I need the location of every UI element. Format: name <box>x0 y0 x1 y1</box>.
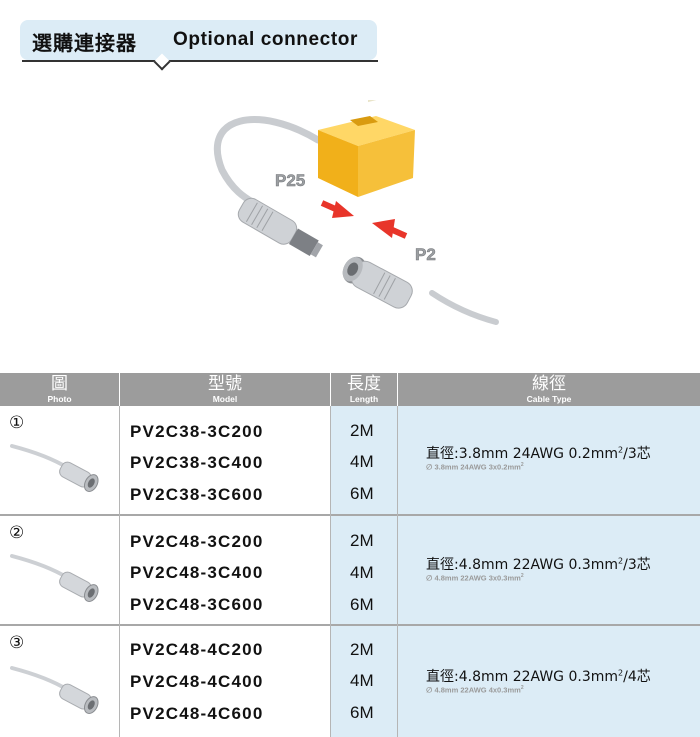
model-cell-2 <box>120 516 330 624</box>
model-number: PV2C48-3C600 <box>130 595 264 614</box>
connector-photo <box>10 554 99 602</box>
cable-cell-3 <box>398 626 700 737</box>
length-value: 4M <box>350 452 374 471</box>
connector-illustration: P25 P2 <box>213 100 499 325</box>
length-value: 6M <box>350 595 374 614</box>
group-number: ① <box>9 413 25 433</box>
row-divider <box>0 624 700 626</box>
header-title-zh: 選購連接器 <box>32 31 137 55</box>
p25-label: P25 <box>275 171 305 190</box>
sensor-body <box>318 100 415 197</box>
connector-photo <box>10 666 99 714</box>
header-underline <box>22 60 378 62</box>
row-divider <box>0 514 700 516</box>
cable-spec: 直徑:4.8mm 22AWG 0.3mm2/4芯 <box>426 668 651 685</box>
column-divider <box>330 406 331 737</box>
length-value: 6M <box>350 484 374 503</box>
column-divider <box>397 406 398 737</box>
model-number: PV2C48-4C200 <box>130 640 264 659</box>
length-cell-1 <box>331 406 397 514</box>
arrow-left-icon <box>372 219 408 239</box>
column-divider <box>119 406 120 737</box>
section-header: 選購連接器 Optional connector <box>20 20 377 60</box>
length-cell-2 <box>331 516 397 624</box>
model-number: PV2C38-3C200 <box>130 422 264 441</box>
arrow-right-icon <box>320 200 354 218</box>
model-cell-3 <box>120 626 330 737</box>
length-cell-3 <box>331 626 397 737</box>
p25-plug <box>237 197 323 258</box>
cable-spec: 直徑:4.8mm 22AWG 0.3mm2/3芯 <box>426 556 651 573</box>
model-number: PV2C48-4C400 <box>130 672 264 691</box>
model-number: PV2C48-3C200 <box>130 532 264 551</box>
cable-cell-2 <box>398 516 700 624</box>
p2-cable <box>429 290 499 325</box>
cable-cell-1 <box>398 406 700 514</box>
model-number: PV2C38-3C600 <box>130 485 264 504</box>
photo-cell-2 <box>0 516 119 624</box>
group-number: ③ <box>9 633 25 653</box>
length-value: 6M <box>350 703 374 722</box>
header-title-en: Optional connector <box>173 29 358 50</box>
group-number: ② <box>9 523 25 543</box>
sensor-cable <box>213 116 322 212</box>
p2-socket <box>342 256 413 309</box>
model-cell-1 <box>120 406 330 514</box>
cable-spec-detail: ∅ 3.8mm 24AWG 3x0.2mm2 <box>426 462 524 472</box>
length-value: 2M <box>350 421 374 440</box>
cable-spec-detail: ∅ 4.8mm 22AWG 3x0.3mm2 <box>426 573 524 583</box>
connector-photo <box>10 444 99 492</box>
model-number: PV2C38-3C400 <box>130 453 264 472</box>
photo-cell-3 <box>0 626 119 737</box>
length-value: 2M <box>350 640 374 659</box>
cable-spec-detail: ∅ 4.8mm 22AWG 4x0.3mm2 <box>426 685 524 695</box>
p2-label: P2 <box>415 245 436 264</box>
cable-spec: 直徑:3.8mm 24AWG 0.2mm2/3芯 <box>426 445 651 462</box>
length-value: 4M <box>350 563 374 582</box>
photo-cell-1 <box>0 406 119 514</box>
model-number: PV2C48-4C600 <box>130 704 264 723</box>
length-value: 4M <box>350 671 374 690</box>
model-number: PV2C48-3C400 <box>130 563 264 582</box>
length-value: 2M <box>350 531 374 550</box>
